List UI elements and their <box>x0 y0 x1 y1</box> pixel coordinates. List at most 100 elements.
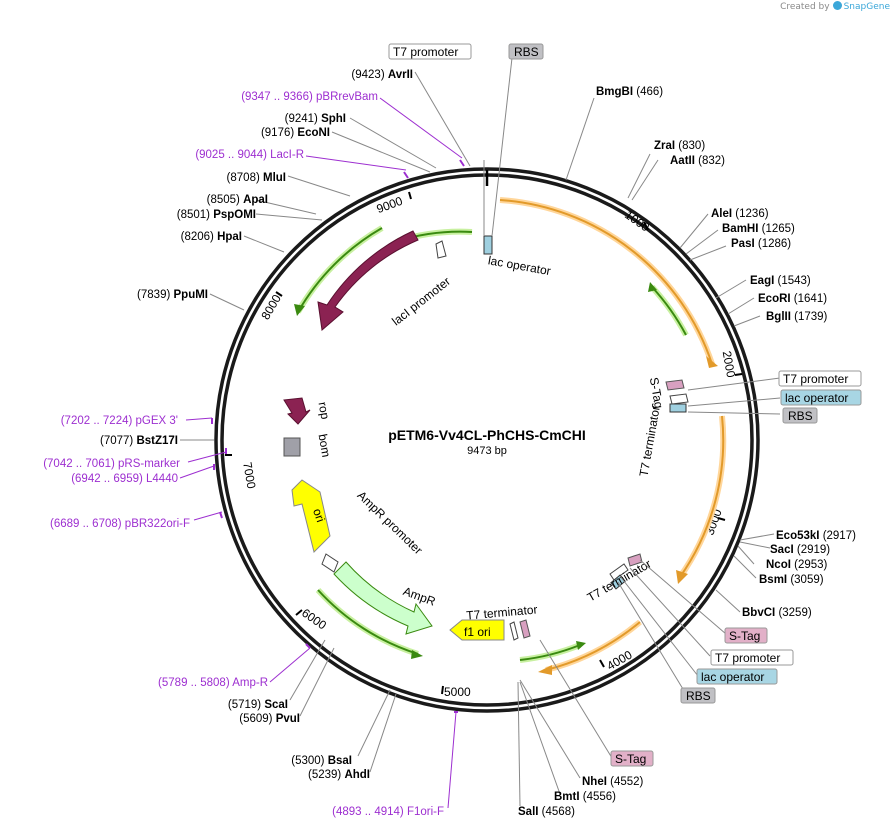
site-bbvci: BbvCI (3259) <box>742 607 812 619</box>
box-lac-operator-bottom: lac operator <box>701 670 764 684</box>
box-s-tag-right: S-Tag <box>729 629 760 643</box>
site-sali: SalI (4568) <box>518 806 575 818</box>
orf-arrow <box>538 665 552 675</box>
site-econi: (9176) EcoNI <box>261 127 330 139</box>
ori-label: ori <box>310 507 328 524</box>
plasmid-length: 9473 bp <box>467 445 507 457</box>
plasmid-name: pETM6-Vv4CL-PhCHS-CmCHI <box>388 427 586 443</box>
box-rbs-top: RBS <box>514 45 539 59</box>
ampr-promoter-feature <box>321 553 339 573</box>
tick-label-7000: 7000 <box>240 461 258 490</box>
rop-label: rop <box>316 401 333 421</box>
site-ecori: EcoRI (1641) <box>758 293 827 305</box>
primer-prs-marker: (7042 .. 7061) pRS-marker <box>43 458 180 470</box>
box-s-tag-bottom: S-Tag <box>615 752 646 766</box>
site-bamhi: BamHI (1265) <box>722 223 795 235</box>
site-nhei: NheI (4552) <box>582 776 644 788</box>
t7-terminator-feature <box>509 621 519 641</box>
primer-l4440: (6942 .. 6959) L4440 <box>71 473 178 485</box>
bom-feature <box>283 437 301 457</box>
credit-brand: SnapGene <box>843 2 890 12</box>
primer-amp-r: (5789 .. 5808) Amp-R <box>158 677 268 689</box>
boxed-labels: T7 promoter RBS T7 promoter lac operator… <box>388 43 862 767</box>
rop-feature <box>283 397 311 425</box>
f1-ori-feature <box>449 619 505 641</box>
laci-promoter-feature <box>435 240 447 259</box>
f1-ori-label: f1 ori <box>464 625 491 639</box>
primer-laci-r: (9025 .. 9044) LacI-R <box>195 149 304 161</box>
site-bsmi: BsmI (3059) <box>759 574 824 586</box>
ampr-promoter-label: AmpR promoter <box>355 488 426 557</box>
tick-label-2000: 2000 <box>720 350 738 379</box>
site-ahdi: (5239) AhdI <box>308 769 370 781</box>
snapgene-logo-icon <box>832 1 842 10</box>
t7-terminator-label: T7 terminator <box>466 602 538 622</box>
lac-operator-feature <box>483 235 493 255</box>
site-bmti: BmtI (4556) <box>554 791 616 803</box>
s-tag-feature <box>519 619 531 639</box>
leader-lines <box>180 57 781 807</box>
lac-operator-label: lac operator <box>487 253 552 278</box>
site-pvui: (5609) PvuI <box>239 713 300 725</box>
site-saci: SacI (2919) <box>770 544 830 556</box>
primer-leader-lines <box>179 97 463 809</box>
box-rbs-right: RBS <box>788 409 813 423</box>
site-ppumi: (7839) PpuMI <box>137 289 208 301</box>
site-sphi: (9241) SphI <box>285 113 346 125</box>
tick-label-5000: 5000 <box>444 685 471 699</box>
tick-label-8000: 8000 <box>258 292 284 322</box>
t7-terminator-label-3: T7 terminator <box>637 405 663 478</box>
laci-promoter-label: lacI promoter <box>389 274 453 328</box>
site-zrai: ZraI (830) <box>654 140 705 152</box>
site-pspomi: (8501) PspOMI <box>177 209 256 221</box>
ori-feature <box>291 479 331 553</box>
s-tag-feature-3 <box>665 379 685 391</box>
laci-feature <box>317 230 419 331</box>
orf-arrow <box>676 570 688 584</box>
snapgene-credit: Created by SnapGene <box>780 1 890 12</box>
ampr-label: AmpR <box>401 584 437 609</box>
box-lac-operator-right: lac operator <box>785 391 848 405</box>
site-aatii: AatII (832) <box>670 155 725 167</box>
primer-pbrrevbam: (9347 .. 9366) pBRrevBam <box>241 91 378 103</box>
site-avrii: (9423) AvrII <box>351 69 413 81</box>
box-t7-promoter-top: T7 promoter <box>393 45 458 59</box>
primers: (9347 .. 9366) pBRrevBam (9025 .. 9044) … <box>43 91 444 818</box>
site-bmgbi: BmgBI (466) <box>596 86 663 98</box>
site-ncoi: NcoI (2953) <box>766 559 828 571</box>
sites-left: (9423) AvrII (9241) SphI (9176) EcoNI (8… <box>100 69 413 781</box>
sites-right: BmgBI (466) ZraI (830) AatII (832) AleI … <box>518 86 856 818</box>
laci-label: lacI <box>363 275 386 298</box>
site-eagi: EagI (1543) <box>750 275 811 287</box>
t7-terminator-label-2: T7 terminator <box>585 557 654 605</box>
box-rbs-bottom: RBS <box>686 689 711 703</box>
primer-f1ori-f: (4893 .. 4914) F1ori-F <box>332 806 444 818</box>
box-t7-promoter-bottom: T7 promoter <box>715 651 780 665</box>
lac-operator-feature-3 <box>669 403 687 413</box>
site-bglii: BglII (1739) <box>766 311 828 323</box>
t7-terminator-feature-2 <box>609 563 629 581</box>
site-pasi: PasI (1286) <box>731 238 791 250</box>
site-alei: AleI (1236) <box>711 208 769 220</box>
site-mlui: (8708) MluI <box>227 172 286 184</box>
credit-text: Created by <box>780 2 830 12</box>
bom-label: bom <box>316 433 334 458</box>
site-eco53ki: Eco53kI (2917) <box>776 530 856 542</box>
orf-arrow <box>706 356 718 368</box>
t7-promoter-feature-3 <box>669 393 689 405</box>
primer-pbr322ori-f: (6689 .. 6708) pBR322ori-F <box>50 518 190 530</box>
box-t7-promoter-right: T7 promoter <box>783 372 848 386</box>
site-scai: (5719) ScaI <box>228 699 288 711</box>
backbone-outer <box>214 167 760 713</box>
primer-marks <box>211 159 465 713</box>
tick-marks <box>225 191 743 695</box>
ampr-feature <box>333 561 433 635</box>
orf-arcs <box>499 197 727 675</box>
primer-pgex3: (7202 .. 7224) pGEX 3' <box>61 415 178 427</box>
tick-label-6000: 6000 <box>299 606 329 633</box>
site-apai: (8505) ApaI <box>207 194 268 206</box>
s-tag-label: S-Tag <box>647 376 666 409</box>
site-bstz17i: (7077) BstZ17I <box>100 435 178 447</box>
site-bsai: (5300) BsaI <box>291 755 352 767</box>
